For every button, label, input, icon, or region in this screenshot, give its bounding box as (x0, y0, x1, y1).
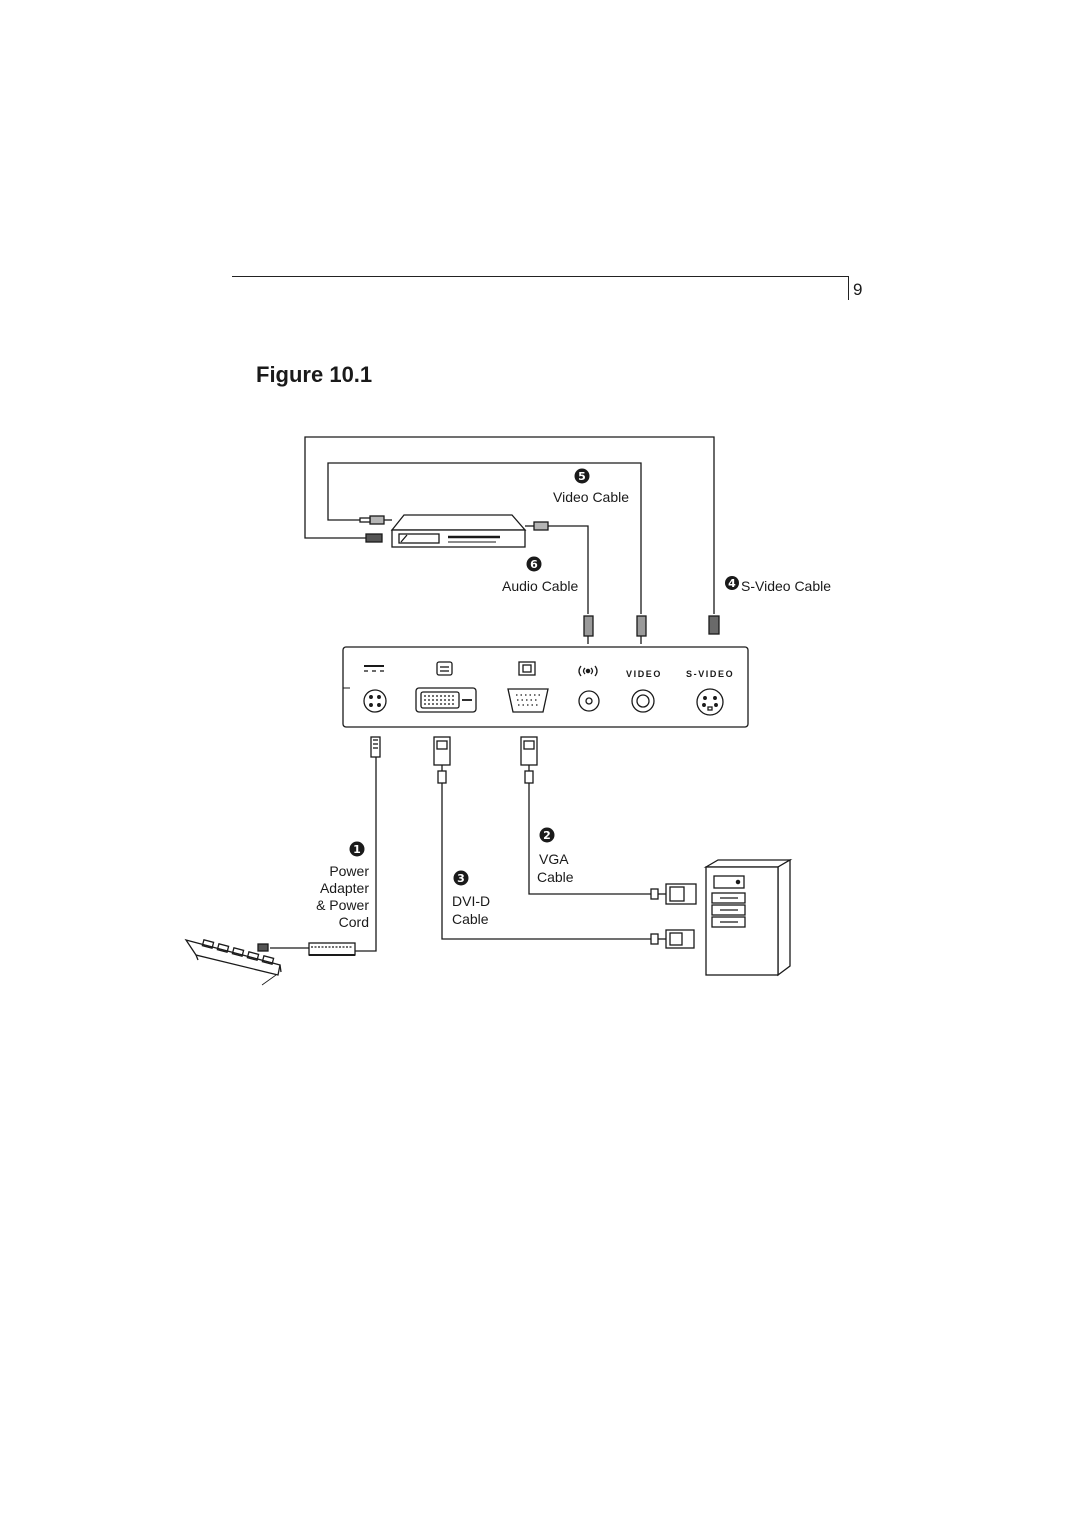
svg-text:1: 1 (353, 843, 361, 856)
svg-text:6: 6 (530, 558, 538, 571)
label-video-port: VIDEO (626, 669, 662, 679)
callout-svideo-cable: 4 S-Video Cable (725, 576, 831, 594)
dvi-cable-route (433, 736, 695, 949)
label-audio-cable: Audio Cable (502, 578, 578, 594)
power-adapter (270, 942, 356, 956)
plug-svideo-panel-end (708, 615, 720, 635)
port-vga (507, 688, 549, 713)
callout-video-cable: 5 Video Cable (553, 468, 629, 505)
audio-icon (578, 665, 598, 677)
label-power-line3: & Power (316, 897, 369, 913)
svg-text:5: 5 (578, 470, 586, 483)
computer-tower (703, 858, 793, 977)
port-audio (578, 690, 600, 712)
svg-text:4: 4 (728, 577, 736, 590)
plug-svideo-player-end (365, 533, 383, 543)
header-tick (848, 276, 849, 300)
monitor-back-panel (342, 646, 749, 728)
video-cable-route (327, 462, 642, 614)
power-strip (184, 938, 282, 986)
label-video-cable: Video Cable (553, 489, 629, 505)
label-vga-line2: Cable (537, 869, 574, 885)
dvi-icon (436, 661, 453, 676)
page-number: 9 (853, 280, 863, 299)
plug-video-player-end (359, 515, 392, 525)
vga-cable-route (520, 736, 697, 905)
svideo-cable-route (304, 436, 715, 614)
callout-vga: 2 VGA Cable (537, 827, 574, 885)
port-svideo (696, 688, 724, 716)
label-power-line2: Adapter (320, 880, 369, 896)
plug-audio-panel-end (583, 615, 594, 644)
callout-power: 1 Power Adapter & Power Cord (316, 841, 369, 930)
audio-cable-route (548, 525, 589, 614)
svg-text:2: 2 (543, 829, 551, 842)
callout-audio-cable: 6 Audio Cable (502, 556, 578, 594)
svg-text:3: 3 (457, 872, 465, 885)
label-vga-line1: VGA (539, 851, 569, 867)
dc-in-icon (364, 665, 384, 672)
vga-icon (518, 661, 536, 676)
label-svideo-cable: S-Video Cable (741, 578, 831, 594)
callout-dvi: 3 DVI-D Cable (452, 870, 490, 927)
header-rule (232, 276, 848, 277)
power-cord-route (355, 736, 381, 952)
label-dvi-line2: Cable (452, 911, 489, 927)
label-power-line1: Power (329, 863, 369, 879)
label-svideo-port: S-VIDEO (686, 669, 734, 679)
plug-video-panel-end (636, 615, 647, 644)
port-dc-in (363, 689, 387, 713)
label-dvi-line1: DVI-D (452, 893, 490, 909)
dvd-player (390, 514, 527, 548)
plug-audio-player-end (525, 521, 549, 531)
port-video (631, 689, 655, 713)
port-dvi (415, 687, 477, 713)
label-power-line4: Cord (339, 914, 369, 930)
figure-title: Figure 10.1 (256, 362, 373, 387)
